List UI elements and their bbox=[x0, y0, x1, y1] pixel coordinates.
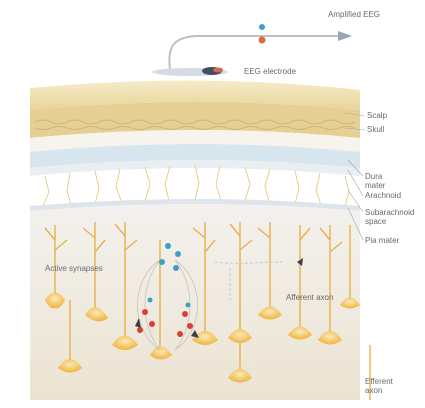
scalp-label: Scalp bbox=[367, 111, 387, 120]
subarachnoid-space-label: Subarachnoid space bbox=[365, 208, 423, 226]
skull-label: Skull bbox=[367, 125, 384, 134]
pia-mater-label: Pia mater bbox=[365, 236, 399, 245]
efferent-axon-label: Efferent axon bbox=[365, 377, 405, 395]
arachnoid-label: Arachnoid bbox=[365, 191, 401, 200]
dura-mater-label: Dura mater bbox=[365, 172, 403, 190]
electrode-wire bbox=[169, 24, 352, 70]
cortex-region bbox=[30, 204, 360, 400]
eeg-electrode bbox=[152, 67, 228, 76]
eeg-electrode-label: EEG electrode bbox=[244, 67, 296, 76]
afferent-axon-label: Afferent axon bbox=[286, 293, 333, 302]
amplified-eeg-label: Amplified EEG bbox=[328, 10, 380, 19]
active-synapses-label: Active synapses bbox=[45, 264, 103, 273]
